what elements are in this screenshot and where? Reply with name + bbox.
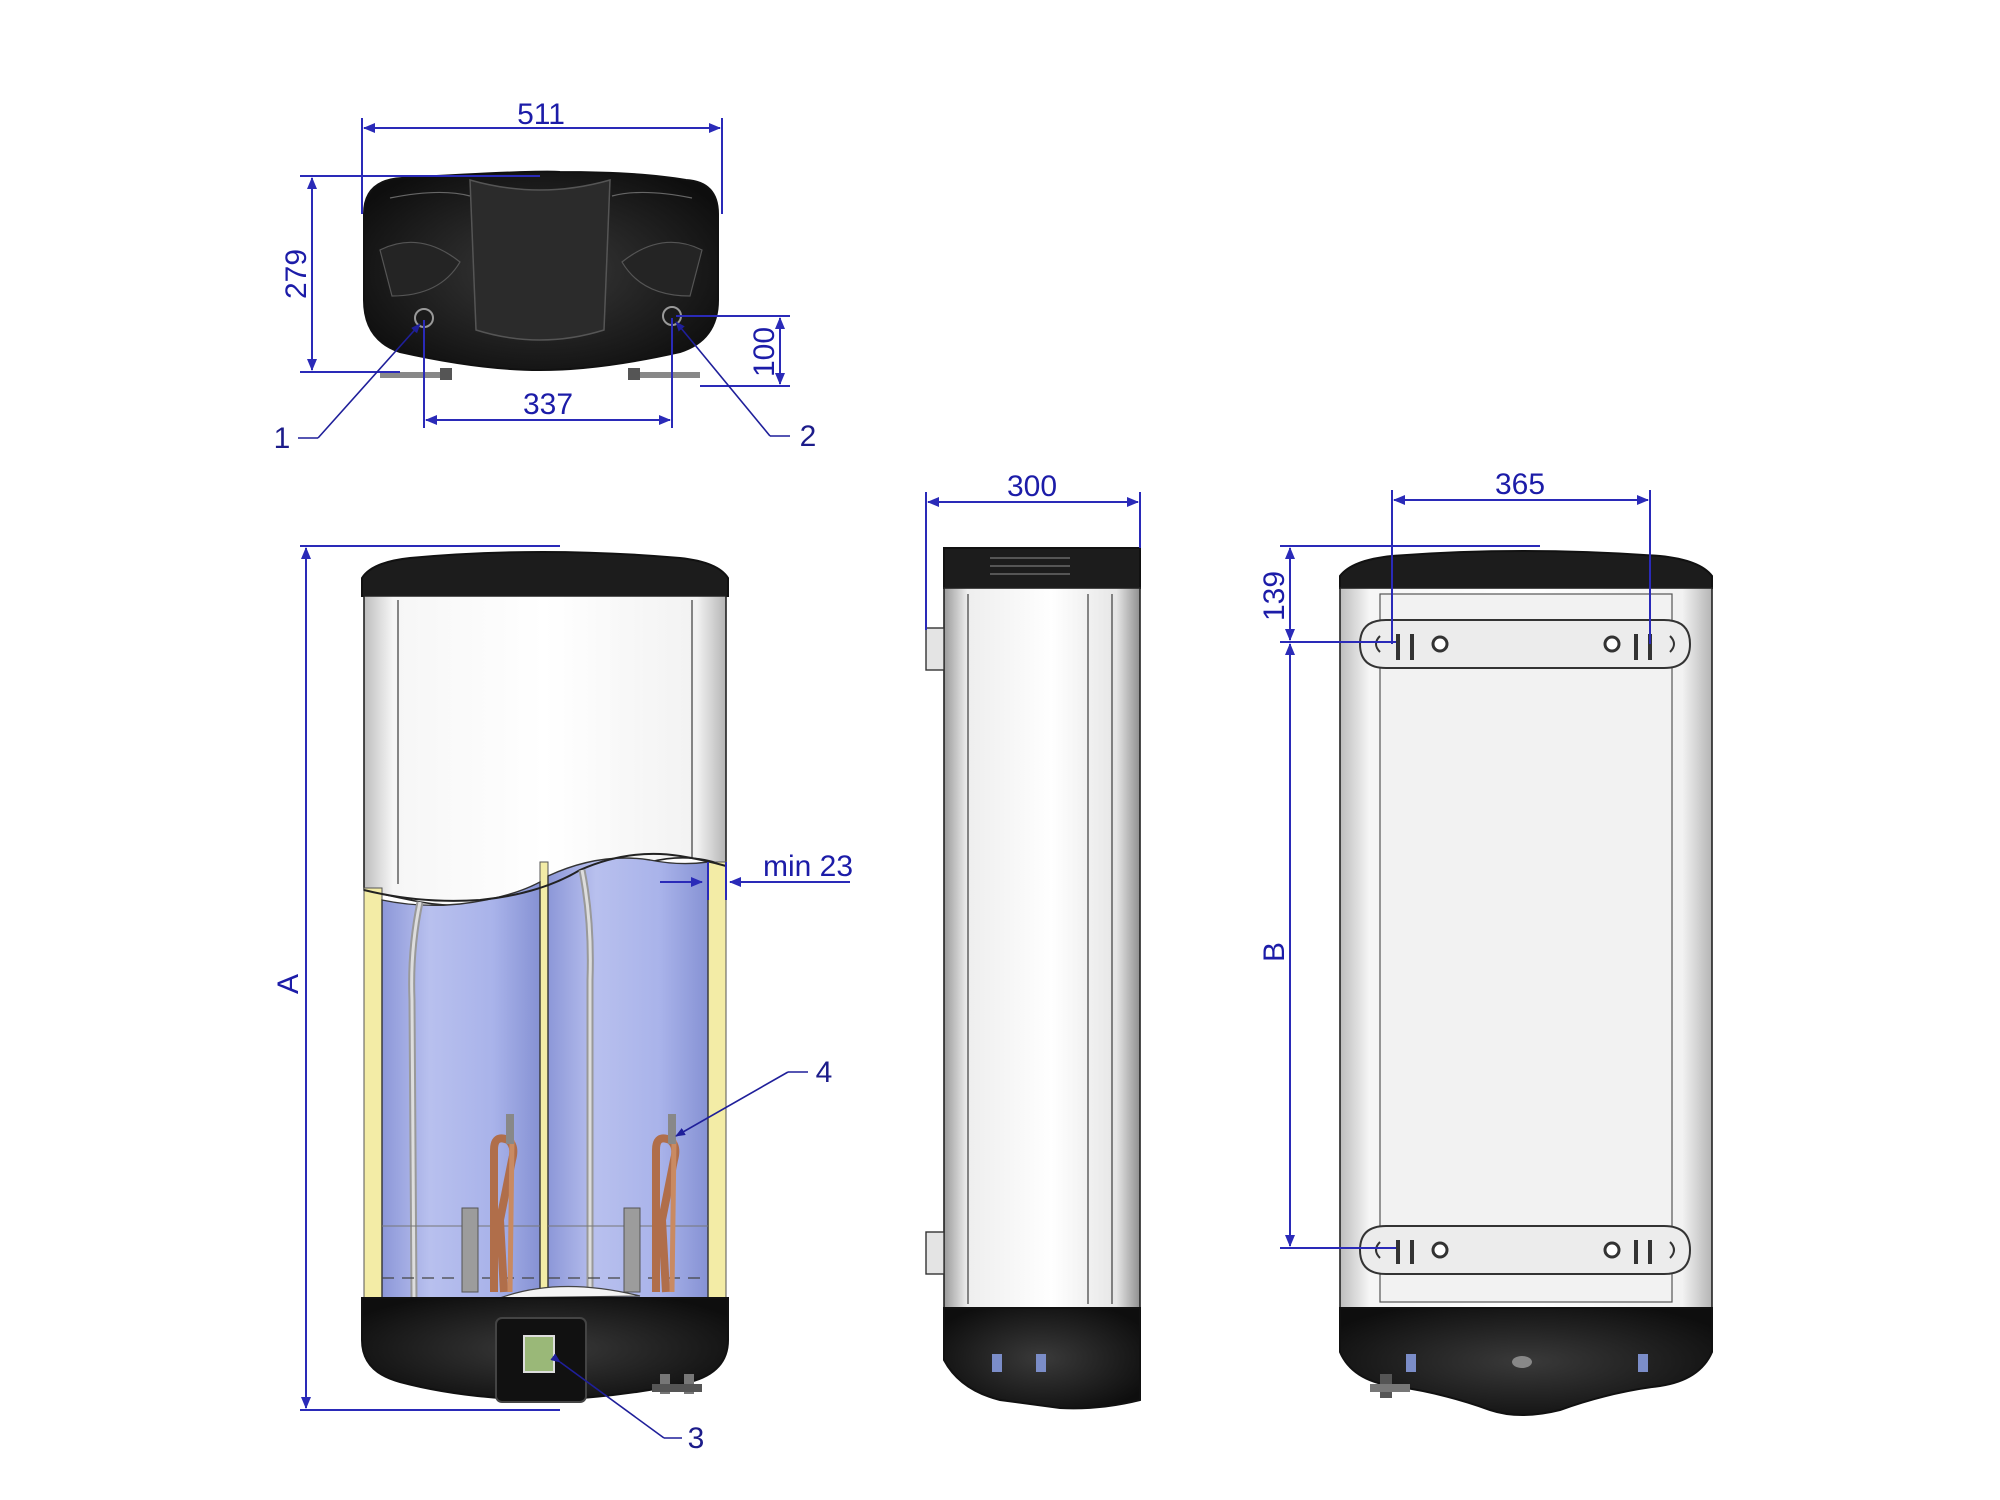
dim-top-depth: 279 (280, 175, 540, 373)
front-view (361, 551, 729, 1403)
dim-text-min-23: min 23 (763, 850, 853, 883)
callout-label-4: 4 (816, 1056, 833, 1089)
callout-3: 3 (550, 1353, 705, 1455)
dim-back-bracket-spacing: 365 (1391, 468, 1651, 644)
side-view (925, 547, 1141, 1410)
callout-label-3: 3 (688, 1422, 705, 1455)
dim-text-279: 279 (280, 249, 313, 299)
callout-2: 2 (675, 321, 817, 453)
dim-text-365: 365 (1495, 468, 1545, 501)
dim-side-depth: 300 (925, 470, 1141, 630)
dim-top-pipe-offset: 100 (676, 315, 790, 387)
heating-element-left (461, 1114, 518, 1293)
back-view (1339, 550, 1713, 1416)
dim-text-337: 337 (523, 388, 573, 421)
dim-top-width: 511 (361, 98, 723, 214)
back-fittings (1370, 1374, 1410, 1398)
dim-back-top-offset: 139 (1258, 545, 1540, 643)
wall-bracket-top (1358, 619, 1692, 669)
dim-text-511: 511 (517, 98, 565, 131)
callout-4: 4 (675, 1056, 833, 1137)
dim-text-139: 139 (1258, 571, 1291, 621)
dim-back-bracket-height: B (1258, 643, 1396, 1249)
insulation-right (707, 861, 727, 1299)
tank-left (381, 880, 541, 1299)
callout-1: 1 (274, 323, 421, 455)
dim-text-A: A (272, 974, 305, 994)
dim-min-clearance: min 23 (660, 850, 853, 900)
callout-label-2: 2 (800, 420, 817, 453)
side-bracket-top (925, 627, 945, 671)
wall-bracket-bottom (1358, 1225, 1692, 1275)
dim-text-B: B (1258, 942, 1291, 962)
dim-text-300: 300 (1007, 470, 1057, 503)
heating-element-right (623, 1114, 680, 1293)
dim-front-height: A (272, 545, 560, 1411)
display-screen (523, 1335, 555, 1373)
callout-label-1: 1 (274, 422, 291, 455)
bottom-fittings (652, 1374, 702, 1394)
insulation-mid (539, 861, 549, 1293)
top-view (363, 170, 719, 380)
dim-text-100: 100 (748, 327, 781, 377)
side-bracket-bottom (925, 1231, 945, 1275)
insulation-left (363, 887, 383, 1299)
dim-top-pipe-spacing: 337 (423, 318, 673, 428)
